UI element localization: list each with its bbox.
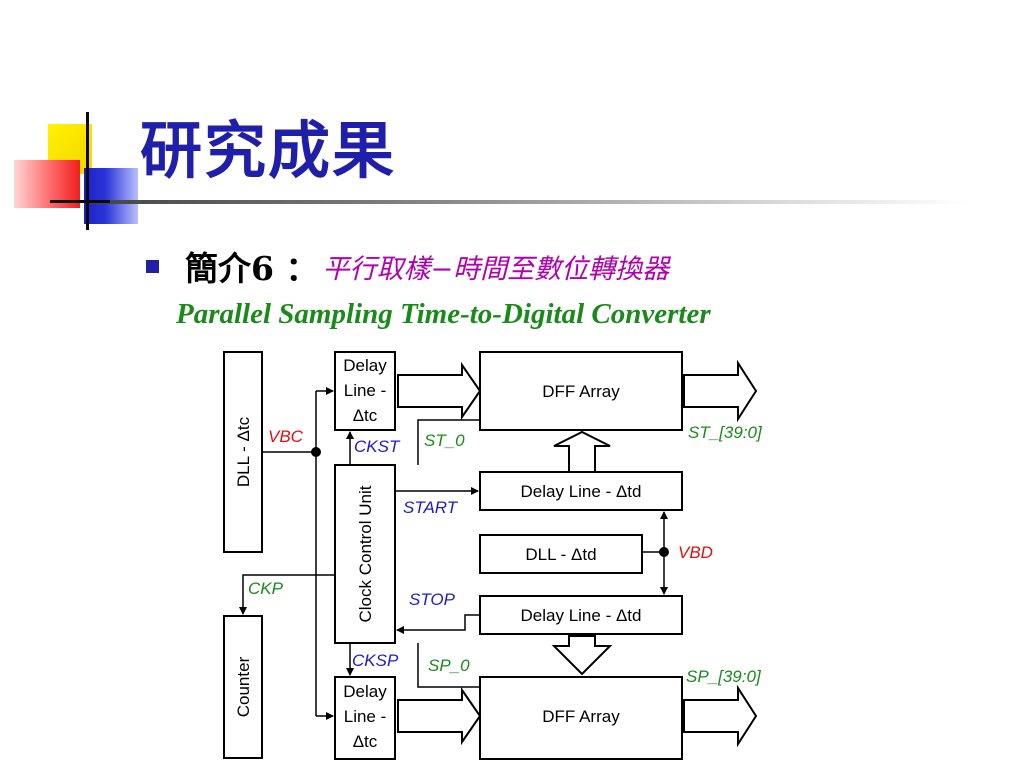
delay-line-d-stop-block <box>479 595 683 635</box>
decor-vertical-bar <box>86 112 89 230</box>
dll-c-label: DLL - Δtc <box>234 416 253 487</box>
delay-line-c-bottom-block <box>334 676 396 760</box>
stop-wire <box>396 614 480 634</box>
dff-array-bottom-block <box>479 676 683 760</box>
counter-label: Counter <box>234 656 253 717</box>
square-bullet-icon <box>146 259 159 273</box>
bus-arrow-st-output <box>683 359 758 423</box>
dff-array-top-block <box>479 351 683 431</box>
topic-chinese-name: 平行取樣−時間至數位轉換器 <box>322 253 670 285</box>
cksp-label: CKSP <box>352 651 399 670</box>
bus-arrow-delay-to-dff-bottom <box>397 686 482 746</box>
bus-arrow-sp-output <box>683 684 758 748</box>
delay-line-c-top-block <box>334 351 396 431</box>
bus-arrow-down-to-dff-bottom <box>551 635 613 676</box>
delay-top-line1: Delay <box>343 356 387 375</box>
delay-line-d-stop-label: Delay Line - Δtd <box>521 606 642 625</box>
decor-blue-square <box>84 168 138 224</box>
counter-block <box>223 615 263 759</box>
start-label: START <box>403 498 459 517</box>
sp0-label: SP_0 <box>428 656 470 675</box>
vbd-label: VBD <box>678 543 713 562</box>
delay-line-d-start-label: Delay Line - Δtd <box>521 482 642 501</box>
st0-wire <box>417 419 480 465</box>
dff-array-top-label: DFF Array <box>542 382 620 401</box>
slide-title: 研究成果 <box>140 114 397 187</box>
clock-control-unit-label: Clock Control Unit <box>356 485 375 622</box>
ckp-label: CKP <box>248 579 284 598</box>
st-bus-label: ST_[39:0] <box>688 423 763 442</box>
bus-arrow-delay-to-dff-top <box>397 361 482 421</box>
stop-label: STOP <box>409 590 456 609</box>
dff-array-bottom-label: DFF Array <box>542 707 620 726</box>
delay-top-line3: Δtc <box>353 406 378 425</box>
dll-d-block <box>479 534 643 574</box>
vbc-label: VBC <box>268 427 304 446</box>
topic-label: 簡介6 ： <box>185 249 319 288</box>
st0-label: ST_0 <box>424 431 465 450</box>
ckp-wire <box>239 574 335 615</box>
delay-top-line2: Line - <box>344 381 387 400</box>
clock-control-unit-block <box>334 464 396 644</box>
decor-horizontal-bar <box>50 200 110 203</box>
bullet-item: 簡介6 ： 平行取樣−時間至數位轉換器 <box>146 244 669 288</box>
sp0-wire <box>417 643 480 688</box>
vbc-junction-dot <box>311 447 321 457</box>
topic-english-name: Parallel Sampling Time-to-Digital Conver… <box>176 298 711 330</box>
delay-line-d-start-block <box>479 471 683 511</box>
delay-bottom-line2: Line - <box>344 707 387 726</box>
vbd-junction-dot <box>659 547 669 557</box>
sp-bus-label: SP_[39:0] <box>686 667 762 686</box>
dll-d-label: DLL - Δtd <box>525 545 596 564</box>
title-underline <box>90 200 970 204</box>
dll-c-block <box>223 351 263 553</box>
delay-bottom-line3: Δtc <box>353 732 378 751</box>
bus-arrow-up-to-dff-top <box>553 430 611 473</box>
ckst-label: CKST <box>354 437 401 456</box>
delay-bottom-line1: Delay <box>343 682 387 701</box>
